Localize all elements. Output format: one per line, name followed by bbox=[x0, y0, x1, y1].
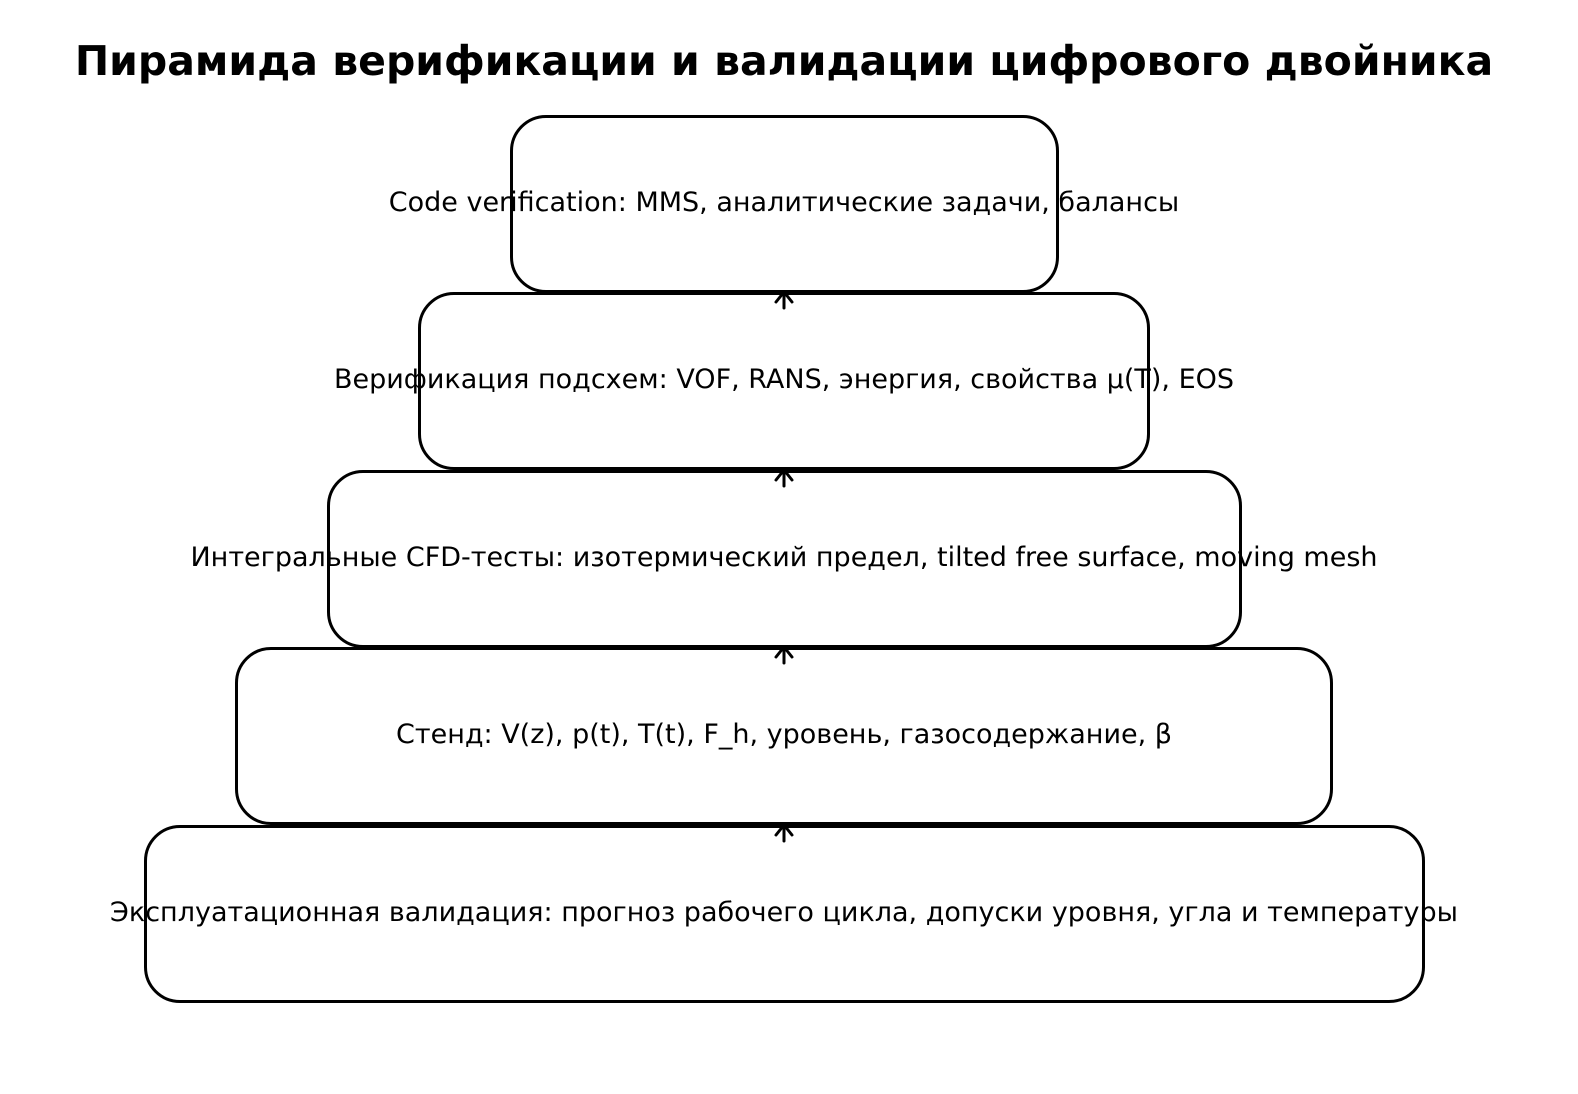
level-1-box bbox=[510, 115, 1059, 293]
level-2-label: Верификация подсхем: VOF, RANS, энергия,… bbox=[333, 364, 1235, 395]
level-4-box bbox=[235, 647, 1333, 825]
level-4-label: Стенд: V(z), p(t), T(t), F_h, уровень, г… bbox=[396, 719, 1172, 750]
level-3-label: Интегральные CFD-тесты: изотермический п… bbox=[190, 542, 1378, 573]
level-5-label: Эксплуатационная валидация: прогноз рабо… bbox=[110, 897, 1458, 928]
level-5-box bbox=[144, 825, 1425, 1003]
level-2-box bbox=[418, 292, 1150, 470]
diagram-title: Пирамида верификации и валидации цифрово… bbox=[74, 37, 1494, 85]
level-1-label: Code verification: MMS, аналитические за… bbox=[388, 187, 1180, 218]
